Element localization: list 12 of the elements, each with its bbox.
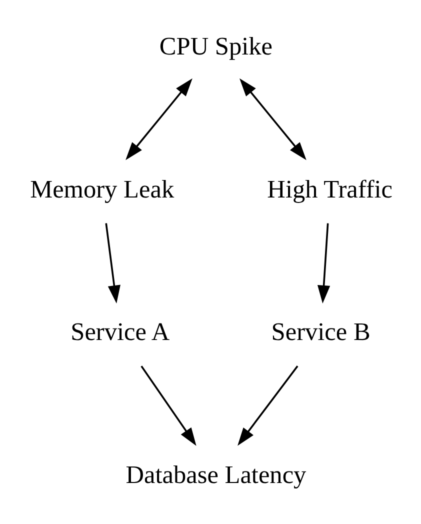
node-text: Database Latency: [125, 460, 306, 489]
node-text: Memory Leak: [30, 175, 174, 204]
node-text: High Traffic: [266, 175, 392, 204]
arrow: [104, 223, 120, 304]
node-text: CPU Spike: [158, 32, 272, 60]
arrow: [239, 78, 306, 160]
node-text: Service A: [70, 318, 170, 346]
arrow: [316, 223, 330, 304]
arrow: [140, 366, 196, 446]
arrow: [237, 366, 298, 446]
arrow: [125, 78, 192, 160]
node-text: Service B: [270, 318, 370, 346]
